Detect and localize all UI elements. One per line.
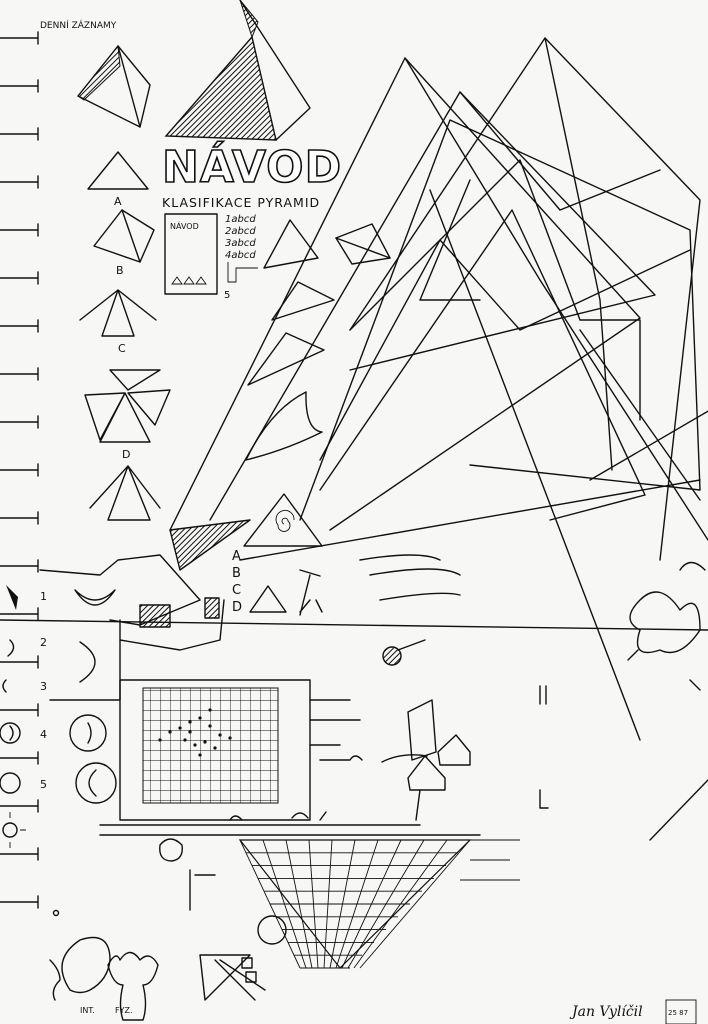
ruler-tick: [0, 127, 39, 141]
svg-text:3abcd: 3abcd: [225, 238, 256, 249]
svg-text:D: D: [122, 448, 130, 461]
svg-text:D: D: [232, 600, 242, 615]
svg-text:2: 2: [40, 636, 47, 649]
label-int: INT.: [80, 1006, 95, 1015]
svg-text:2abcd: 2abcd: [225, 226, 256, 237]
pyramid-classification: A B C D: [79, 151, 171, 521]
date-stamp: 25 87: [668, 1009, 688, 1017]
svg-text:A: A: [114, 195, 122, 208]
ruler-tick: [0, 31, 39, 45]
svg-text:B: B: [116, 264, 124, 277]
title-subtitle: KLASIFIKACE PYRAMID: [162, 195, 320, 210]
ruler-tick: [0, 79, 39, 93]
moon-phases: 1 2 3 4 5: [0, 585, 117, 848]
svg-text:C: C: [118, 342, 126, 355]
title-navod: NÁVOD: [162, 140, 342, 193]
wireframe-pyramids: [169, 37, 708, 841]
ruler-tick: [0, 511, 39, 525]
vertical-letters: A B C D: [232, 549, 287, 615]
ruler-tick: [0, 751, 39, 765]
ruler-tick: [0, 271, 39, 285]
grid-line: [335, 839, 379, 969]
ruler-tick: [0, 655, 39, 669]
spiral-pyramid-icon: [243, 493, 323, 547]
int-fyz-figures: [49, 909, 159, 1021]
grid-line: [341, 839, 402, 969]
small-pyramid-top-icon: [77, 44, 151, 128]
grid-line: [347, 839, 425, 969]
instruction-card: NÁVOD: [164, 213, 218, 295]
ruler-tick: [0, 463, 39, 477]
dancing-figures: [627, 561, 706, 691]
svg-text:1: 1: [40, 590, 47, 603]
card-label: NÁVOD: [170, 220, 199, 231]
svg-text:1abcd: 1abcd: [225, 214, 256, 225]
house-figures: [381, 685, 549, 821]
grid-board: [99, 679, 481, 836]
left-ruler: [0, 31, 39, 909]
svg-text:5: 5: [40, 778, 47, 791]
ruler-tick: [0, 703, 39, 717]
svg-text:B: B: [232, 566, 241, 581]
header-label: DENNÍ ZÁZNAMY: [40, 19, 117, 31]
ruler-tick: [0, 799, 39, 813]
ruler-tick: [0, 175, 39, 189]
grid-line: [353, 839, 448, 969]
signature-text: Jan Vylíčil: [569, 1004, 643, 1020]
perspective-grid: [238, 839, 520, 969]
ruler-tick: [0, 223, 39, 237]
middle-pyramids: [245, 219, 391, 461]
svg-text:5: 5: [224, 290, 230, 301]
svg-text:4: 4: [40, 728, 47, 741]
card-rows: 1abcd 2abcd 3abcd 4abcd 5: [224, 214, 258, 301]
ruler-tick: [0, 607, 39, 621]
svg-text:C: C: [232, 583, 241, 598]
ruler-tick: [0, 367, 39, 381]
misc-sketches: [159, 811, 327, 1001]
svg-text:4abcd: 4abcd: [225, 250, 256, 261]
svg-text:A: A: [232, 549, 241, 564]
grid-line: [359, 839, 471, 969]
ruler-tick: [0, 559, 39, 573]
ruler-tick: [0, 415, 39, 429]
label-fyz: FYZ.: [115, 1006, 133, 1015]
ruler-tick: [0, 319, 39, 333]
ruler-tick: [0, 895, 39, 909]
large-hatched-pyramid-icon: [164, 0, 311, 141]
svg-text:3: 3: [40, 680, 47, 693]
ruler-tick: [0, 847, 39, 861]
artist-signature: Jan Vylíčil 25 87: [569, 999, 697, 1024]
collage-scene: [0, 519, 708, 701]
